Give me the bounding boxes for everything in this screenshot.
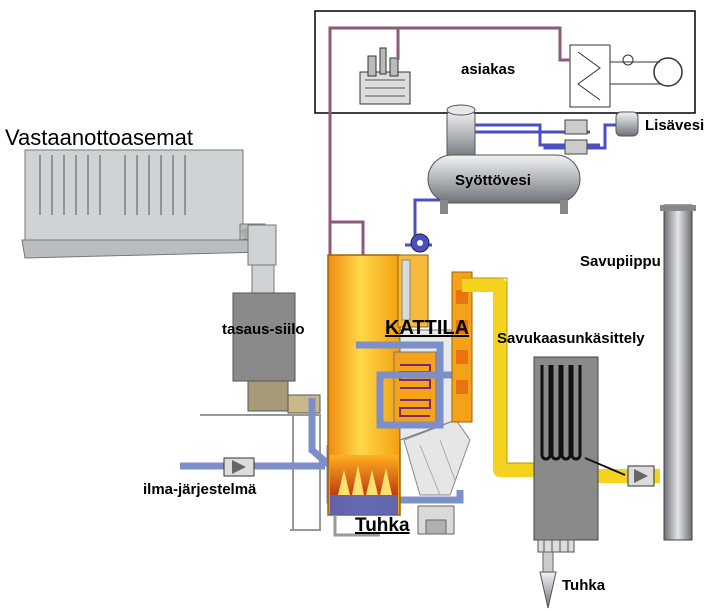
- foundation: [200, 414, 321, 531]
- boiler: [327, 254, 429, 516]
- customer-label: asiakas: [461, 61, 516, 78]
- chimney: [660, 204, 696, 541]
- chimney-label: Savupiippu: [580, 253, 661, 270]
- steam-drum-fan-icon: [410, 233, 430, 253]
- conveyor: [240, 224, 277, 296]
- makeup-water-label: Lisävesi: [645, 117, 705, 134]
- city-icon: [359, 47, 411, 105]
- deaerator: [446, 104, 476, 161]
- flue-gas-fan-icon: [627, 465, 655, 487]
- flue-gas-treatment-label: Savukaasunkäsittely: [497, 330, 645, 347]
- filter-ash-label: Tuhka: [562, 577, 606, 594]
- flue-gas-duct-outline: [462, 277, 545, 464]
- air-fan-icon: [223, 457, 255, 477]
- buffer-silo-label: tasaus-siilo: [222, 321, 305, 338]
- feed-water-tank: [427, 154, 581, 214]
- flue-gas-filter: [533, 356, 626, 609]
- boiler-label: KATTILA: [385, 317, 470, 339]
- heat-exchanger-icon: [569, 44, 683, 108]
- economizer: [451, 271, 473, 423]
- bottom-ash-handling: [333, 505, 455, 537]
- receiving-station: [21, 149, 266, 259]
- air-system-label: ilma-järjestelmä: [143, 481, 257, 498]
- water-pumps: [564, 119, 588, 155]
- buffer-silo: [232, 292, 321, 414]
- steam-pipes: [328, 26, 570, 260]
- feed-water-label: Syöttövesi: [455, 172, 531, 189]
- makeup-water-tank: [615, 111, 639, 137]
- bottom-ash-label: Tuhka: [355, 515, 410, 536]
- recirculation-duct: [356, 341, 470, 429]
- receiving-stations-label: Vastaanottoasemat: [5, 125, 193, 150]
